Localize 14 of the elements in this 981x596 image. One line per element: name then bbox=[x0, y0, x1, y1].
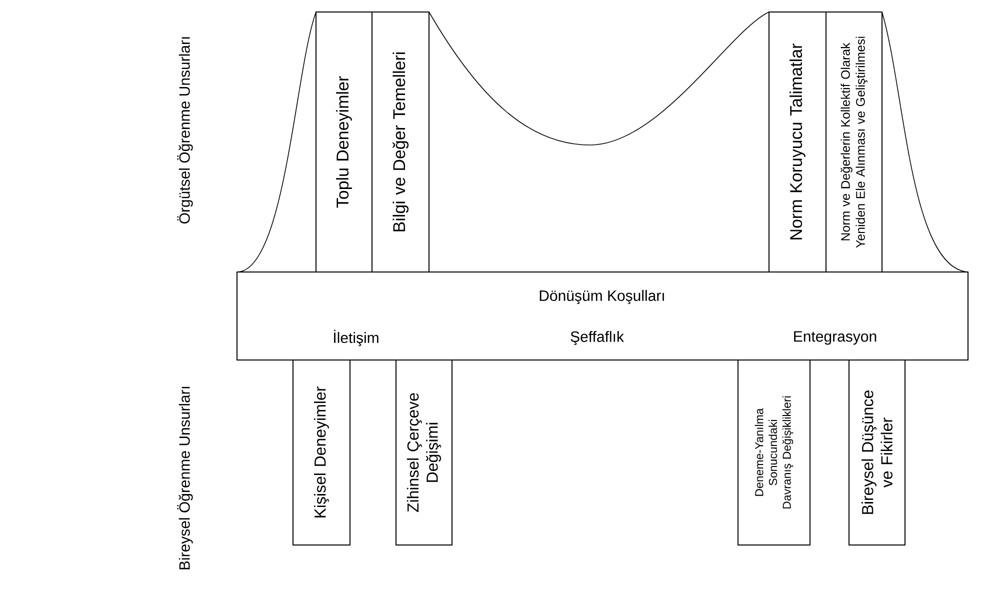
element-box: Norm Koruyucu Talimatlar bbox=[768, 12, 826, 272]
element-box: Kişisel Deneyimler bbox=[292, 360, 350, 546]
axis-label: Örgütsel Öğrenme Unsurları bbox=[177, 37, 193, 224]
element-box: Zihinsel Çerçeve Değişimi bbox=[396, 360, 452, 546]
axis-label: Bireysel Öğrenme Unsurları bbox=[177, 386, 193, 570]
condition-label: Şeffaflık bbox=[570, 330, 624, 346]
element-box: Deneme-Yanılma Sonucundaki Davranış Değişiklikleri bbox=[738, 360, 810, 546]
element-box: Norm ve Değerlerin Kollektif Olarak Yeniden Ele Alınması ve Geliştirilmesi bbox=[826, 12, 882, 272]
element-box: Bilgi ve Değer Temelleri bbox=[372, 12, 430, 272]
element-box: Bireysel Düşünce ve Fikirler bbox=[848, 360, 906, 546]
condition-label: İletişim bbox=[334, 330, 378, 346]
box-heading: Dönüşüm Koşulları bbox=[540, 290, 664, 304]
element-box: Toplu Deneyimler bbox=[316, 12, 372, 272]
condition-label: Entegrasyon bbox=[794, 331, 876, 345]
